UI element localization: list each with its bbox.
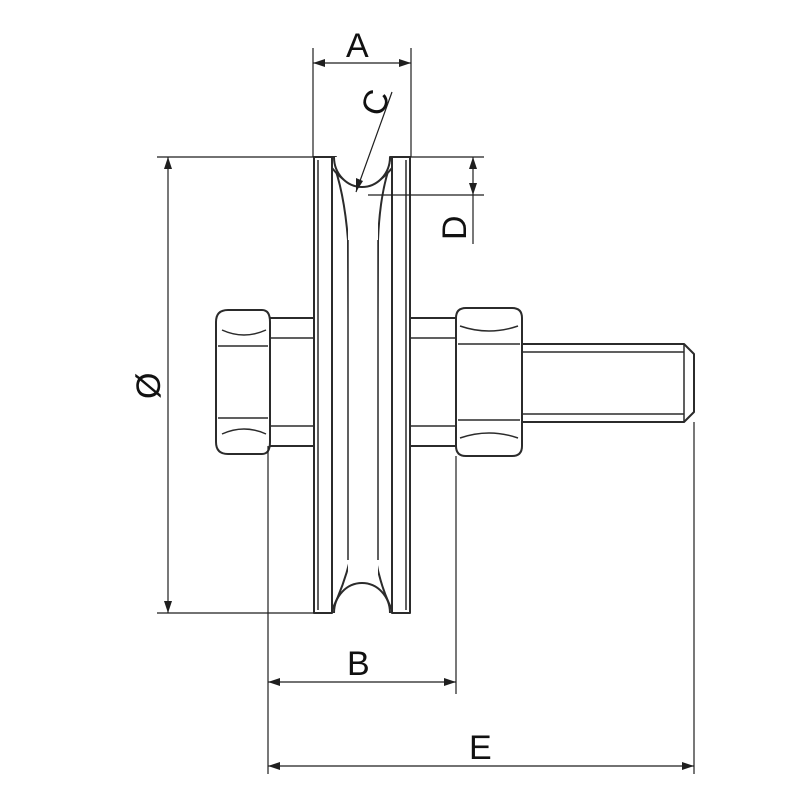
wheel-right-flange: [391, 156, 411, 614]
label-diameter: Ø: [130, 373, 168, 399]
label-c: C: [354, 85, 398, 121]
label-e: E: [469, 729, 492, 767]
label-d: D: [436, 215, 474, 240]
spacer: [409, 317, 459, 447]
hex-nut: [455, 307, 523, 457]
threaded-shaft: [521, 343, 695, 423]
bolt-head: [215, 309, 271, 455]
dimension-c: [355, 91, 393, 193]
dimension-a: [312, 48, 412, 157]
groove-bottom-profile: [333, 582, 391, 614]
dimension-e: [268, 422, 695, 774]
label-b: B: [347, 645, 370, 683]
dimension-b: [267, 446, 457, 774]
dimension-diameter: [157, 156, 314, 614]
dimension-d: [368, 156, 484, 244]
wheel-left-flange: [313, 156, 333, 614]
label-a: A: [346, 27, 369, 65]
